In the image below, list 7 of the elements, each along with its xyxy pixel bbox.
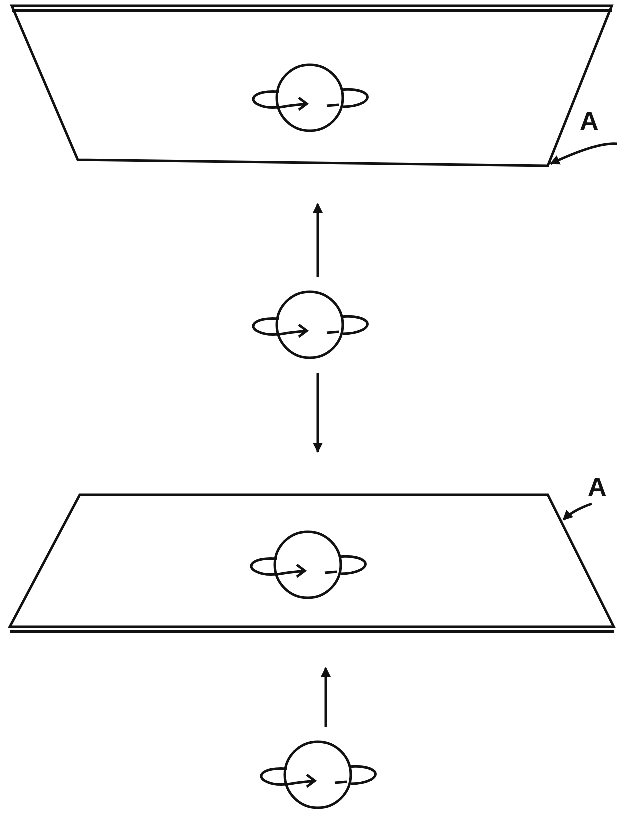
arrow <box>313 373 323 453</box>
leader-arrow <box>550 142 618 166</box>
label-letter: A <box>578 108 601 134</box>
leader-arrow <box>562 502 592 521</box>
label-letter: A <box>586 474 609 500</box>
arrow <box>313 203 323 277</box>
arrow <box>321 667 331 727</box>
